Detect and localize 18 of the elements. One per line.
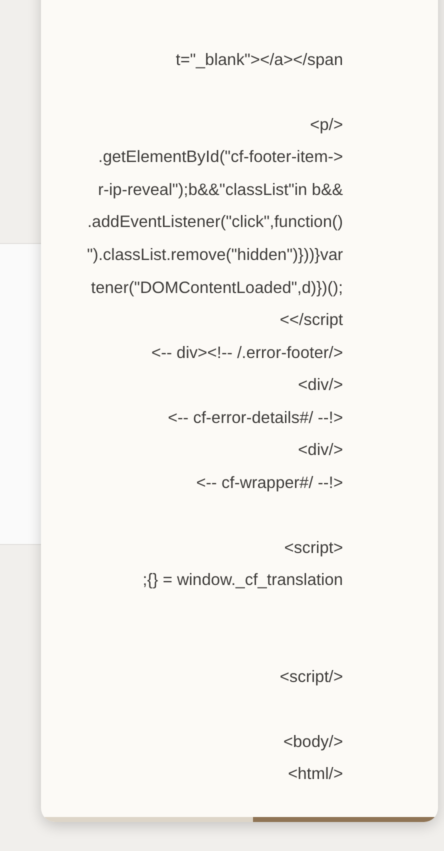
code-line: <script/> <box>280 667 343 687</box>
code-line: <div/> <box>298 375 343 395</box>
code-line: <script> <box>284 538 343 558</box>
code-line: <-- div><!-- /.error-footer/> <box>151 343 343 363</box>
code-line: ").classList.remove("hidden")}))}var <box>87 245 343 265</box>
code-line: <-- cf-wrapper#/ --!> <box>196 473 343 493</box>
code-line: <div/> <box>298 440 343 460</box>
code-line: <-- cf-error-details#/ --!> <box>168 408 343 428</box>
code-line: <html/> <box>288 764 343 784</box>
code-line: .addEventListener("click",function() <box>87 212 343 232</box>
code-line: <</script <box>280 310 343 330</box>
code-line: tener("DOMContentLoaded",d)})(); <box>91 278 343 298</box>
code-line: .getElementById("cf-footer-item-> <box>98 147 343 167</box>
code-line: t="_blank"></a></span <box>176 50 343 70</box>
code-line: <p/> <box>310 115 343 135</box>
code-line: <body/> <box>283 732 343 752</box>
code-line: r-ip-reveal");b&&"classList"in b&& <box>98 180 343 200</box>
code-line: ;{} = window._cf_translation <box>142 570 343 590</box>
